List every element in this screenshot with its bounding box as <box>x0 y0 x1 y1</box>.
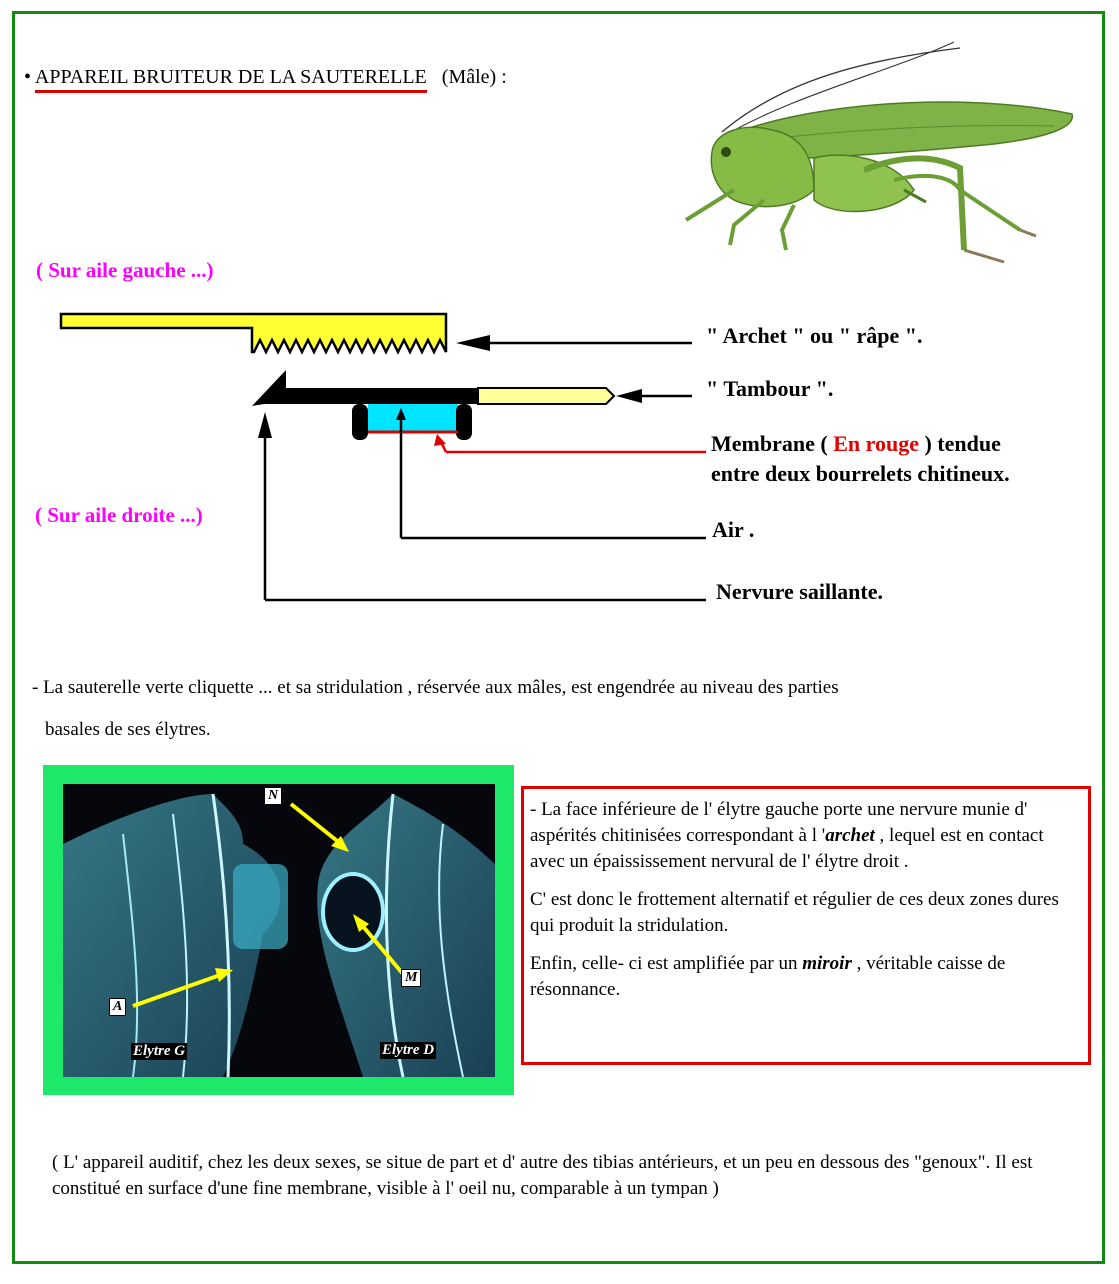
note-p3-b: , véritable caisse de résonnance. <box>530 953 1006 1000</box>
membrane-text-a: Membrane ( <box>711 431 828 456</box>
intro-line-1: - La sauterelle verte cliquette ... et s… <box>32 677 839 698</box>
footer-note: ( L' appareil auditif, chez les deux sex… <box>52 1152 1033 1199</box>
label-membrane-line2: entre deux bourrelets chitineux. <box>711 461 1010 486</box>
tag-a: A <box>109 998 127 1016</box>
title-bullet: • <box>24 66 32 88</box>
label-elytre-d: Elytre D <box>380 1042 437 1059</box>
label-air: Air . <box>712 517 755 542</box>
air-chamber <box>368 404 458 432</box>
intro-line-2: basales de ses élytres. <box>45 719 211 740</box>
note-paragraph-1: - La face inférieure de l' élytre gauche… <box>530 797 1078 875</box>
label-tambour: " Tambour ". <box>706 376 834 401</box>
left-wing-label: ( Sur aile gauche ...) <box>36 258 214 282</box>
stridulation-diagram <box>59 312 706 602</box>
elytra-photo <box>63 784 495 1077</box>
note-paragraph-2: C' est donc le frottement alternatif et … <box>530 889 1059 936</box>
note-p3-miroir: miroir <box>802 953 852 974</box>
grasshopper-illustration <box>684 41 1073 264</box>
label-archet: " Archet " ou " râpe ". <box>706 323 923 348</box>
membrane-text-red: En rouge <box>833 431 919 456</box>
membrane-text-b: ) tendue <box>924 431 1001 456</box>
explanation-box: - La face inférieure de l' élytre gauche… <box>521 786 1091 1065</box>
label-membrane-line1: Membrane ( En rouge ) tendue <box>711 431 1001 457</box>
page-border <box>12 11 1105 1264</box>
right-wing-label: ( Sur aile droite ...) <box>35 503 203 527</box>
tag-m: M <box>401 969 422 987</box>
elytra-photo-frame: N M A Elytre G Elytre D <box>43 765 514 1095</box>
title-main: APPAREIL BRUITEUR DE LA SAUTERELLE <box>34 66 427 93</box>
note-paragraph-3: Enfin, celle- ci est amplifiée par un mi… <box>530 951 1078 1003</box>
elytra-drawing <box>63 793 495 1077</box>
note-p1-b: , lequel est en contact avec un épaissis… <box>530 825 1044 872</box>
archet-shape <box>59 312 448 355</box>
note-p1-archet: archet <box>825 825 875 846</box>
tambour-tip <box>477 387 616 405</box>
label-elytre-g: Elytre G <box>131 1043 188 1060</box>
tag-n: N <box>264 787 283 805</box>
label-nervure: Nervure saillante. <box>716 579 884 604</box>
note-p1-a: - La face inférieure de l' élytre gauche… <box>530 799 1028 846</box>
note-p3-a: Enfin, celle- ci est amplifiée par un <box>530 953 803 974</box>
page-title: • APPAREIL BRUITEUR DE LA SAUTERELLE (Mâ… <box>24 66 507 93</box>
title-suffix: (Mâle) : <box>441 66 507 88</box>
tambour-bar <box>252 370 478 406</box>
